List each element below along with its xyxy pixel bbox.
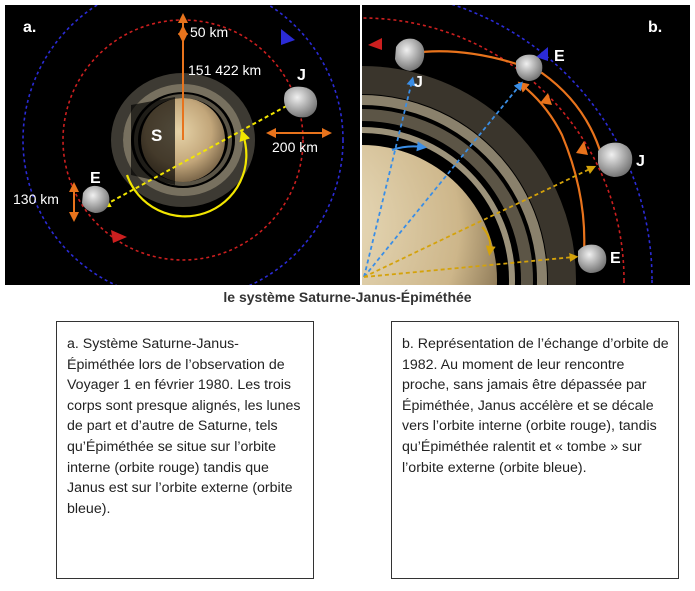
text-b: b. Représentation de l’échange d’orbite … [402, 336, 669, 476]
outer-orbit [451, 5, 653, 285]
outer-orbit-arrowhead [536, 47, 548, 61]
text-a: a. Système Saturne-Janus-Épiméthée lors … [67, 336, 301, 517]
trajectory-arrowhead-upper [540, 93, 552, 105]
epimetheus-label: E [90, 170, 101, 187]
text-box-b: b. Représentation de l’échange d’orbite … [391, 321, 679, 579]
janus-top-moon [395, 38, 425, 71]
outer-orbit [22, 5, 344, 285]
janus-mid-moon [598, 142, 633, 177]
epimetheus-bottom-label: E [610, 250, 621, 267]
janus-top-label: J [414, 74, 423, 91]
inner-orbit-arrowhead [111, 230, 127, 243]
trajectory-arrowhead-mid [576, 141, 588, 155]
janus-mid-label: J [636, 153, 645, 170]
blue-angle-arc [391, 141, 427, 152]
panel-a-svg: a. 50 km 151 422 km S J E 200 km 130 km [13, 5, 344, 285]
panel-b-svg: b. J E J E [362, 5, 662, 285]
epimetheus-top-label: E [554, 48, 565, 65]
epimetheus-bottom-moon [578, 244, 607, 273]
saturn-label: S [151, 126, 162, 145]
inner-orbit [362, 17, 625, 285]
outer-orbit-arrowhead [281, 29, 295, 45]
epimetheus-moon [82, 185, 110, 213]
gold-arrow-epimetheus [363, 252, 579, 278]
panel-a-letter: a. [23, 19, 36, 36]
janus-moon [284, 86, 318, 118]
janus-trajectory [406, 46, 604, 158]
text-box-a: a. Système Saturne-Janus-Épiméthée lors … [56, 321, 314, 579]
alignment-line [100, 100, 297, 208]
gold-angle-arc [481, 226, 496, 256]
janus-label: J [297, 67, 306, 84]
gold-arrow-janus [363, 165, 597, 278]
panel-b-letter: b. [648, 19, 662, 36]
epimetheus-trajectory [517, 81, 586, 254]
panel-b-diagram: b. J E J E [362, 5, 690, 285]
saturn [362, 145, 497, 285]
gap-label: 50 km [190, 24, 228, 40]
epimetheus-top-moon [516, 54, 543, 81]
blue-arrow-epimetheus [363, 81, 523, 278]
figure-caption: le système Saturne-Janus-Épiméthée [223, 289, 472, 305]
panel-a-diagram: a. 50 km 151 422 km S J E 200 km 130 km [5, 5, 360, 285]
radius-label: 151 422 km [188, 62, 261, 78]
saturn-rings [362, 66, 576, 285]
inner-orbit-arrowhead [368, 38, 382, 50]
blue-arrow-janus [363, 76, 416, 278]
epimetheus-size-label: 130 km [13, 191, 59, 207]
janus-size-label: 200 km [272, 139, 318, 155]
